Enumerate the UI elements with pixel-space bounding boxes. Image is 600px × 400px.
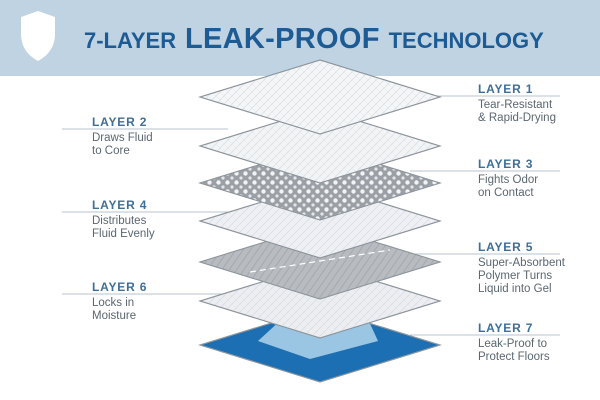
title-emphasis: LEAK-PROOF xyxy=(185,23,380,55)
layer-description-line: Super-Absorbent xyxy=(478,257,565,269)
layer-description-line: Fights Odor xyxy=(478,174,539,186)
layer-4-sheet xyxy=(198,183,442,259)
layer-description-line: Protect Floors xyxy=(478,351,550,363)
layer-name: LAYER 1 xyxy=(478,82,534,96)
layer-description-line: Liquid into Gel xyxy=(478,283,552,295)
layer-description-line: Leak-Proof to xyxy=(478,338,548,350)
layer-description-line: Polymer Turns xyxy=(478,270,553,282)
layer-1-sheet xyxy=(198,59,442,135)
layer-6-sheet xyxy=(198,263,442,339)
title-prefix: 7-LAYER xyxy=(84,28,177,53)
layer-name: LAYER 5 xyxy=(478,240,534,254)
layer-description-line: on Contact xyxy=(478,187,534,199)
shield-icon xyxy=(21,11,55,61)
layer-name: LAYER 6 xyxy=(92,280,148,294)
page-title: 7-LAYER LEAK-PROOF TECHNOLOGY xyxy=(84,17,544,57)
layer-sheets xyxy=(198,59,442,383)
layer-description-line: & Rapid-Drying xyxy=(478,112,556,124)
layer-description-line: Locks in xyxy=(92,297,135,309)
layer-description-line: to Core xyxy=(92,145,130,157)
layer-description-line: Distributes xyxy=(92,215,147,227)
layer-2-sheet xyxy=(198,108,442,184)
layer-name: LAYER 2 xyxy=(92,115,148,129)
layer-description-line: Moisture xyxy=(92,310,137,322)
title-suffix: TECHNOLOGY xyxy=(388,28,544,53)
layer-description-line: Draws Fluid xyxy=(92,132,153,144)
layer-description: Tear-Resistant& Rapid-Drying xyxy=(478,99,600,125)
layer-name: LAYER 7 xyxy=(478,321,534,335)
header-banner: 7-LAYER LEAK-PROOF TECHNOLOGY xyxy=(0,0,600,76)
layer-name: LAYER 3 xyxy=(478,157,534,171)
layer-1-label: LAYER 1 Tear-Resistant& Rapid-Drying xyxy=(478,82,600,125)
layer-5-sheet xyxy=(198,224,442,300)
layer-name: LAYER 4 xyxy=(92,198,148,212)
layer-description-line: Fluid Evenly xyxy=(92,228,155,240)
layer-description-line: Tear-Resistant xyxy=(478,99,553,111)
